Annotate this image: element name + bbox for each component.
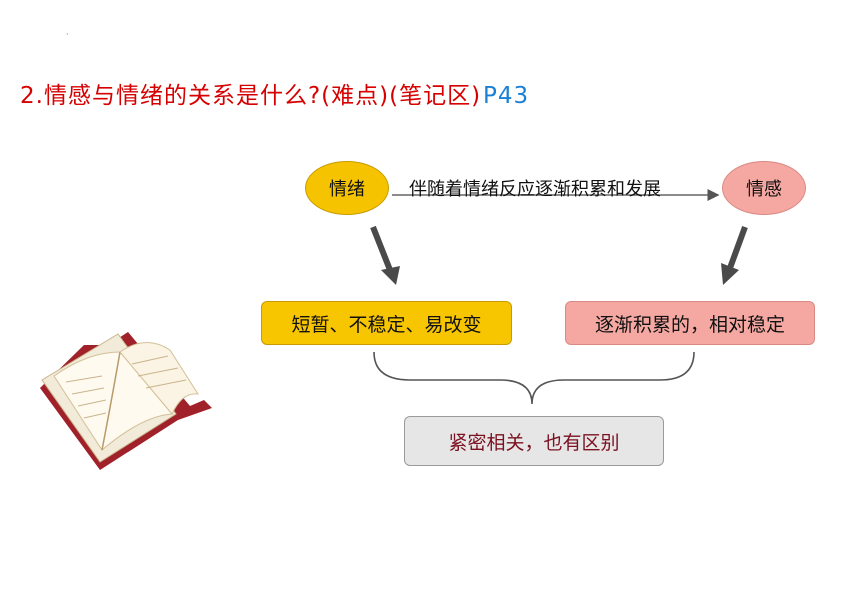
feeling-trait-box: 逐渐积累的，相对稳定 (565, 301, 815, 345)
page-reference: P43 (483, 83, 530, 109)
grouping-brace (373, 351, 695, 405)
emotion-node: 情绪 (305, 161, 389, 215)
open-book-icon (40, 332, 212, 470)
relation-label: 伴随着情绪反应逐渐积累和发展 (409, 179, 661, 200)
feeling-node: 情感 (722, 161, 806, 215)
emotion-trait-box: 短暂、不稳定、易改变 (261, 301, 512, 345)
page-title: 2.情感与情绪的关系是什么?(难点)(笔记区)P43 (20, 76, 529, 110)
emotion-down-arrow (370, 225, 400, 285)
feeling-down-arrow (721, 225, 748, 285)
decorative-dot: · (66, 30, 69, 39)
summary-box: 紧密相关，也有区别 (404, 416, 664, 466)
title-text: 2.情感与情绪的关系是什么?(难点)(笔记区) (20, 83, 482, 109)
